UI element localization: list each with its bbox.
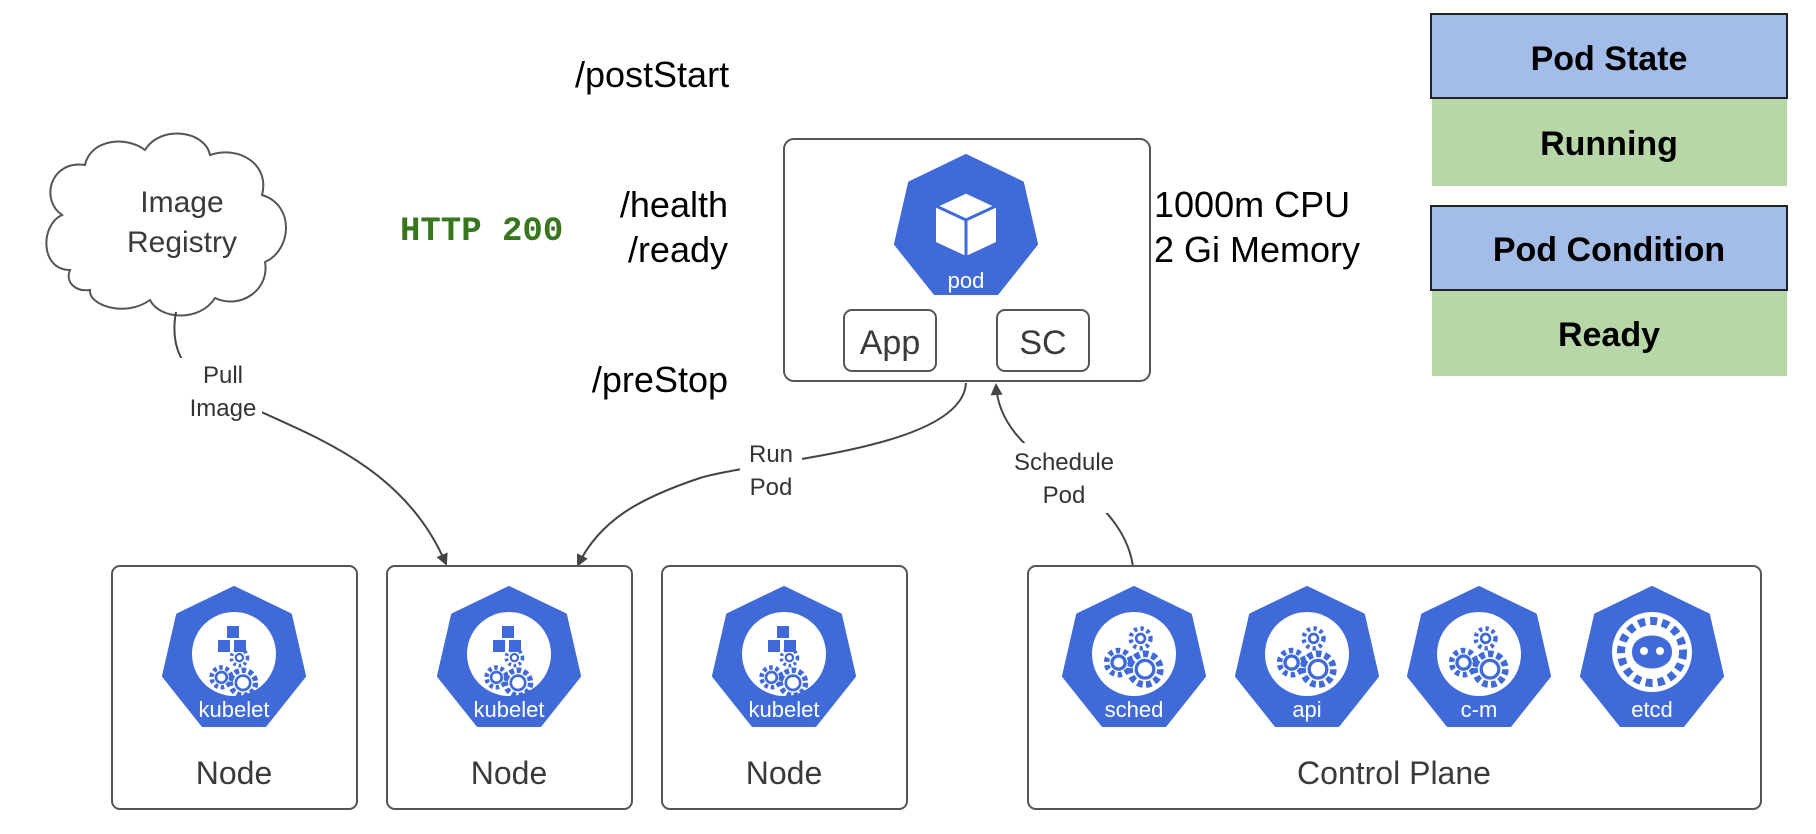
pod-condition-header: Pod Condition xyxy=(1493,231,1725,269)
http-status-text: HTTP 200 xyxy=(400,213,563,251)
pod-icon-label: pod xyxy=(948,268,985,293)
pod-state-value: Running xyxy=(1540,125,1678,163)
app-container-label: App xyxy=(860,324,921,362)
sidecar-container xyxy=(996,309,1090,372)
ready-probe: /ready xyxy=(628,229,728,270)
pod-state-value-cell xyxy=(1432,99,1787,186)
kubelet-icon xyxy=(712,586,856,727)
api-server-icon xyxy=(1235,586,1379,727)
pre-stop-hook: /preStop xyxy=(592,359,728,400)
kubelet-icon xyxy=(437,586,581,727)
controller-manager-label: c-m xyxy=(1461,697,1498,722)
kubelet-label: kubelet xyxy=(199,697,270,722)
app-container xyxy=(843,309,937,372)
pull-image-label-line2: Image xyxy=(190,395,257,422)
pod-box: pod App SC xyxy=(783,138,1151,382)
controller-manager-icon xyxy=(1407,586,1551,727)
cpu-request: 1000m CPU xyxy=(1154,184,1350,225)
run-pod-arrow xyxy=(577,382,967,567)
run-pod-label-line2: Pod xyxy=(750,474,793,501)
api-server-label: api xyxy=(1292,697,1321,722)
registry-label-line2: Registry xyxy=(127,226,237,259)
node-label: Node xyxy=(746,755,823,791)
pod-condition-value-cell xyxy=(1432,291,1787,376)
run-pod-label-line1: Run xyxy=(749,441,793,468)
node-label: Node xyxy=(196,755,273,791)
kubelet-icon xyxy=(162,586,306,727)
pod-condition-header-cell xyxy=(1430,205,1788,291)
status-panel: Pod State Running Pod Condition Ready xyxy=(1430,13,1788,376)
etcd-icon xyxy=(1580,586,1724,727)
pull-image-arrow xyxy=(173,311,448,566)
control-plane-label: Control Plane xyxy=(1297,755,1491,791)
pod-state-header-cell xyxy=(1430,13,1788,99)
cloud-icon xyxy=(45,132,287,317)
registry-label-line1: Image xyxy=(140,186,223,219)
image-registry: Image Registry xyxy=(45,132,287,317)
pod-state-header: Pod State xyxy=(1531,40,1688,78)
kubelet-label: kubelet xyxy=(474,697,545,722)
node-label: Node xyxy=(471,755,548,791)
control-plane: sched api c-m etcd Control Plane xyxy=(1027,565,1762,810)
post-start-hook: /postStart xyxy=(575,54,729,95)
etcd-label: etcd xyxy=(1631,697,1673,722)
kubelet-label: kubelet xyxy=(749,697,820,722)
pod-condition-value: Ready xyxy=(1558,316,1660,354)
scheduler-icon xyxy=(1062,586,1206,727)
node-2: kubelet Node xyxy=(386,565,633,810)
scheduler-label: sched xyxy=(1105,697,1164,722)
node-3: kubelet Node xyxy=(661,565,908,810)
pull-image-label-line1: Pull xyxy=(203,362,243,389)
health-probe: /health xyxy=(620,184,728,225)
schedule-pod-label-line2: Pod xyxy=(1043,482,1086,509)
pod-icon xyxy=(894,154,1038,295)
node-1: kubelet Node xyxy=(111,565,358,810)
memory-request: 2 Gi Memory xyxy=(1154,229,1360,270)
schedule-pod-label-line1: Schedule xyxy=(1014,449,1114,476)
sidecar-container-label: SC xyxy=(1019,324,1066,362)
